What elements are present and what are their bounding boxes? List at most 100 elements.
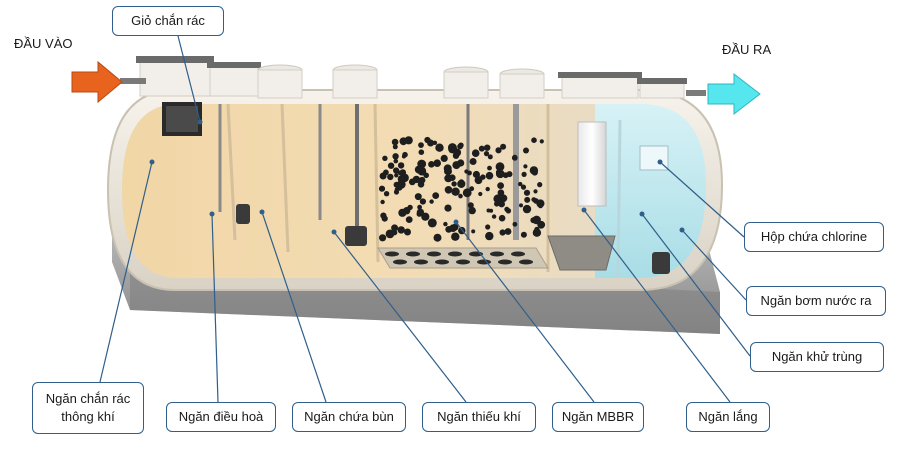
media-particle <box>418 149 425 155</box>
media-particle <box>500 143 507 150</box>
media-particle <box>414 193 422 201</box>
diffuser-disc <box>477 259 491 265</box>
media-particle <box>397 226 405 234</box>
media-particle <box>523 164 528 169</box>
media-particle <box>469 158 477 165</box>
media-particle <box>416 208 424 216</box>
media-particle <box>380 199 385 205</box>
media-particle <box>445 226 453 233</box>
media-particle <box>427 218 437 228</box>
media-particle <box>399 169 407 176</box>
media-particle <box>383 191 390 197</box>
media-particle <box>519 203 523 208</box>
media-particle <box>524 196 531 203</box>
media-particle <box>444 186 453 194</box>
media-particle <box>487 154 493 160</box>
media-particle <box>392 144 398 150</box>
settling-cylinder <box>577 121 607 207</box>
media-particle <box>453 224 459 229</box>
media-particle <box>485 186 490 192</box>
media-particle <box>522 204 532 214</box>
media-particle <box>484 144 491 151</box>
media-particle <box>433 159 442 167</box>
diffuser-disc <box>456 259 470 265</box>
media-particle <box>497 189 505 196</box>
media-particle <box>523 189 531 196</box>
media-particle <box>391 138 399 146</box>
leader-lines <box>99 35 751 403</box>
media-particle <box>429 199 434 204</box>
media-particle <box>478 145 485 152</box>
media-particle <box>451 187 460 196</box>
label-settling: Ngăn lắng <box>686 402 770 432</box>
leader-mbbr <box>455 221 595 403</box>
diffuser-disc <box>511 251 525 257</box>
media-particle <box>531 197 537 203</box>
media-particle <box>457 143 463 150</box>
media-particle <box>444 204 452 212</box>
diffuser-disc <box>448 251 462 257</box>
tank-interior <box>122 103 706 279</box>
media-particle <box>532 215 541 225</box>
media-particle <box>485 171 494 180</box>
outlet-pipe <box>686 90 706 96</box>
leader-anoxic <box>333 231 467 403</box>
media-particle <box>385 229 395 239</box>
media-particle <box>533 189 538 194</box>
media-particle <box>417 166 427 176</box>
media-particle <box>512 221 518 227</box>
diffuser-disc <box>393 259 407 265</box>
leader-settling <box>583 209 731 403</box>
media-particle <box>398 208 407 217</box>
label-trash-basket: Giỏ chắn rác <box>112 6 224 36</box>
media-particle <box>471 229 476 234</box>
media-particle <box>417 159 427 169</box>
diffuser-disc <box>498 259 512 265</box>
leader-screen-vent <box>99 161 153 383</box>
label-chlorine-box: Hộp chứa chlorine <box>744 222 884 252</box>
media-particle <box>520 184 527 190</box>
media-particle <box>495 147 502 154</box>
media-particle <box>531 137 537 143</box>
media-particle <box>424 136 431 144</box>
media-particle <box>495 169 501 175</box>
media-particle <box>392 230 398 236</box>
media-particle <box>405 216 413 224</box>
settling-hopper <box>547 235 616 271</box>
media-particle <box>432 192 440 200</box>
inlet-pipe <box>120 78 146 84</box>
media-particle <box>471 149 480 157</box>
media-particle <box>399 137 408 146</box>
media-particle <box>402 151 408 158</box>
leader-chlorine-box <box>659 161 745 238</box>
media-particle <box>407 204 413 211</box>
leader-sludge <box>261 211 327 403</box>
label-outlet-pump: Ngăn bơm nước ra <box>746 286 886 316</box>
media-particle <box>485 231 494 241</box>
media-particle <box>419 198 426 205</box>
media-particle <box>504 206 510 212</box>
media-particle <box>387 162 395 169</box>
media-particle <box>486 208 491 213</box>
air-diffusers <box>377 247 549 269</box>
pump-sludge <box>345 226 367 246</box>
media-particle <box>415 176 420 182</box>
media-particle <box>433 233 442 242</box>
media-particle <box>511 154 518 161</box>
media-particle <box>452 161 461 170</box>
media-particle <box>432 140 438 145</box>
diffuser-disc <box>490 251 504 257</box>
media-particle <box>393 181 400 188</box>
label-mbbr: Ngăn MBBR <box>552 402 644 432</box>
media-particle <box>485 224 491 230</box>
media-particle <box>397 162 405 169</box>
label-anoxic: Ngăn thiếu khí <box>422 402 536 432</box>
media-particle <box>499 229 506 236</box>
leader-outlet-pump <box>681 229 747 301</box>
media-particle <box>382 155 388 161</box>
diffuser-disc <box>406 251 420 257</box>
media-particle <box>417 204 422 210</box>
media-particle <box>451 181 457 187</box>
media-particle <box>421 212 430 221</box>
